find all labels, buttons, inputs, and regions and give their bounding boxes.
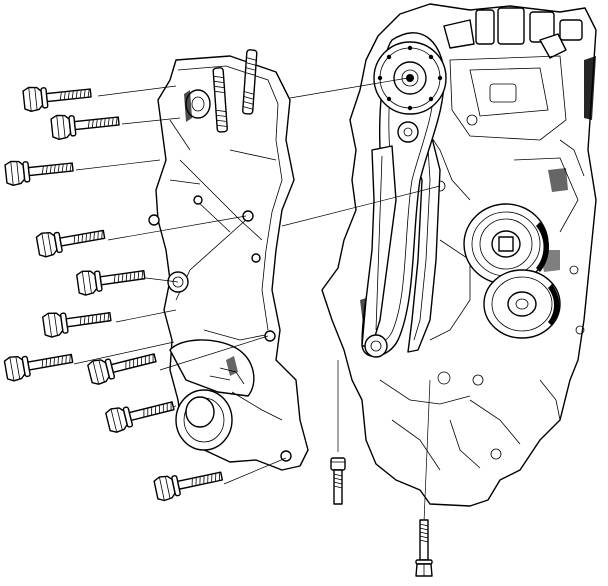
- bolt-1: [22, 80, 93, 113]
- chain-tensioner: [361, 145, 397, 358]
- leader-lines: [73, 77, 441, 523]
- crankshaft-pulley: [463, 203, 549, 285]
- bolt-3: [4, 154, 75, 187]
- idler-pulley: [483, 269, 561, 339]
- bolt-7: [3, 345, 75, 383]
- bolt-6: [41, 304, 113, 339]
- bolt-11: [330, 457, 346, 505]
- bolt-8: [86, 345, 159, 387]
- camshaft-sprocket: [373, 41, 447, 115]
- bolt-2: [50, 108, 121, 141]
- bolt-10: [152, 463, 225, 503]
- bolt-9: [104, 393, 177, 435]
- timing-chain-cover: [148, 55, 309, 471]
- bolt-5: [75, 262, 147, 297]
- chain-guide: [407, 137, 441, 353]
- bolt-12: [415, 519, 433, 577]
- bolt-4: [35, 221, 107, 259]
- engine-block: [321, 3, 597, 507]
- crankshaft-sprocket: [397, 121, 419, 143]
